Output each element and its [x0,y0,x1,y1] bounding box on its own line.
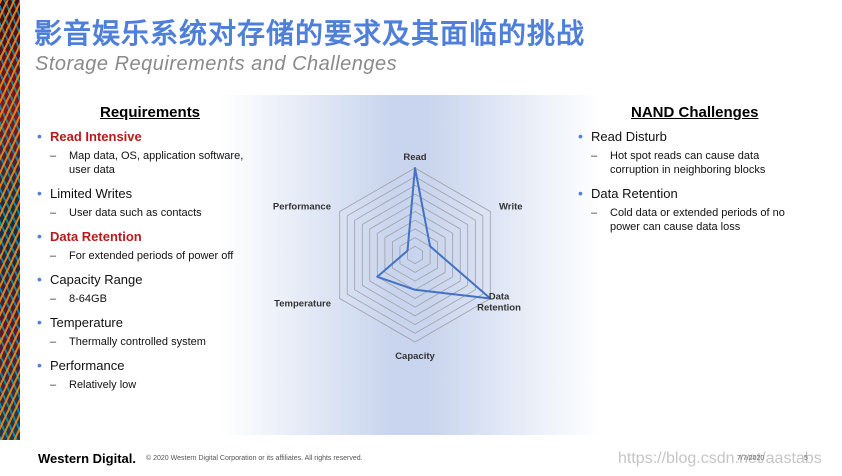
radar-axis-label-line: Data [489,292,510,303]
list-item-detail: –Hot spot reads can cause data corruptio… [591,149,806,177]
dash-icon: – [591,207,598,219]
list-item-detail-text: Hot spot reads can cause data corruption… [610,150,766,176]
list-item-label: Limited Writes [50,186,133,201]
radar-grid-ring [346,176,484,334]
dash-icon: – [50,250,57,262]
list-item-detail-text: Map data, OS, application software, user… [69,150,244,176]
requirements-list: •Read Intensive–Map data, OS, applicatio… [37,128,260,400]
list-item: • Data Retention –For extended periods of … [37,228,260,263]
radar-grid-ring [399,237,431,273]
list-item-detail-text: Thermally controlled system [69,336,206,348]
list-item-detail-text: For extended periods of power off [69,250,234,262]
dash-icon: – [591,150,598,162]
radar-grid-ring [354,184,476,326]
radar-axis-label: Write [499,202,523,213]
company-logo: Western Digital. [38,451,137,466]
list-item-label: Data Retention [591,186,678,201]
radar-axis-label-line: Capacity [395,351,435,362]
dash-icon: – [50,336,57,348]
list-item-detail: –Thermally controlled system [50,335,260,349]
list-item: • Performance –Relatively low [37,357,260,392]
list-item: • Read Disturb –Hot spot reads can cause d… [578,128,806,177]
list-item-detail: –Relatively low [50,378,260,392]
radar-series-line [376,167,492,300]
list-item-label: Capacity Range [50,272,143,287]
radar-grid-ring [339,167,491,343]
list-item-detail: –User data such as contacts [50,206,260,220]
radar-axis-label: Read [403,152,426,163]
dash-icon: – [50,207,57,219]
radar-axis-label-line: Write [499,202,523,213]
bullet-icon: • [578,185,583,201]
radar-axis-label: Performance [273,202,331,213]
list-item-detail: –8-64GB [50,292,260,306]
radar-axis-label: Capacity [395,351,435,362]
bullet-icon: • [37,228,42,244]
radar-axis-label-line: Read [403,152,426,163]
radar-grid-ring [384,219,446,291]
bullet-icon: • [37,357,42,373]
nand-challenges-list: •Read Disturb–Hot spot reads can cause d… [578,128,806,242]
radar-grid-ring [376,211,454,299]
list-item-detail: –Cold data or extended periods of no pow… [591,206,806,234]
list-item-label: Read Disturb [591,129,667,144]
bullet-icon: • [37,128,42,144]
radar-grid-ring [369,202,461,308]
bullet-icon: • [37,185,42,201]
list-item-detail-text: Cold data or extended periods of no powe… [610,207,785,233]
page-number: 5 [804,455,808,462]
copyright-text: © 2020 Western Digital Corporation or it… [146,455,363,462]
list-item: • Capacity Range –8-64GB [37,271,260,306]
radar-axis-label-line: Performance [273,202,331,213]
radar-grid-ring [407,245,423,265]
nand-heading: NAND Challenges [631,104,759,121]
list-item-detail-text: 8-64GB [69,293,107,305]
slide-title: 影音娱乐系统对存储的要求及其面临的挑战 [34,17,586,50]
radar-axis-label-line: Temperature [274,299,331,310]
list-item-label: Data Retention [50,229,142,244]
list-item-detail: –For extended periods of power off [50,249,260,263]
footer-date: 7/7/2020 [737,455,765,462]
watermark: https://blog.csdn.net/aastabs [618,450,822,467]
radar-grid-ring [391,228,439,282]
list-item: • Data Retention –Cold data or extended pe… [578,185,806,234]
dash-icon: – [50,293,57,305]
list-item-label: Read Intensive [50,129,142,144]
background-glow [220,95,600,435]
radar-axis-label: Temperature [274,299,331,310]
dash-icon: – [50,379,57,391]
bullet-icon: • [37,271,42,287]
slide-subtitle: Storage Requirements and Challenges [35,53,398,75]
list-item-detail: –Map data, OS, application software, use… [50,149,260,177]
list-item-label: Temperature [50,315,123,330]
radar-axis-label-line: Retention [477,303,521,314]
list-item-label: Performance [50,358,125,373]
bullet-icon: • [578,128,583,144]
list-item: • Limited Writes –User data such as contac… [37,185,260,220]
bullet-icon: • [37,314,42,330]
list-item-detail-text: Relatively low [69,379,137,391]
list-item-detail-text: User data such as contacts [69,207,202,219]
list-item: • Temperature –Thermally controlled system [37,314,260,349]
requirements-heading: Requirements [100,104,201,121]
list-item: • Read Intensive –Map data, OS, applicatio… [37,128,260,177]
radar-grid-ring [361,193,469,317]
dash-icon: – [50,150,57,162]
decorative-strip [0,0,20,440]
